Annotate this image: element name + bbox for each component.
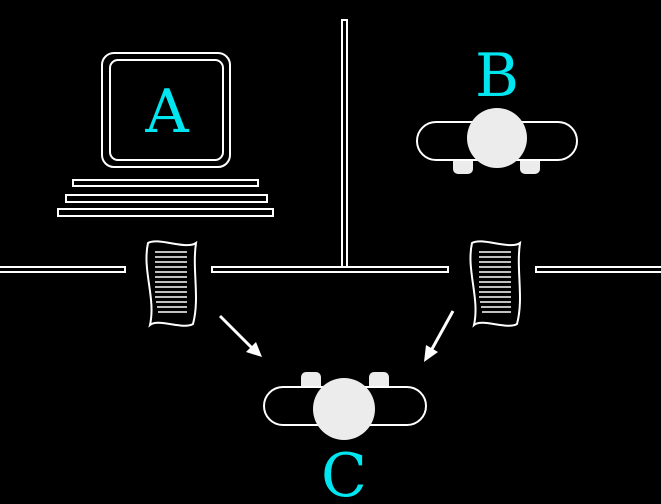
keyboard-row-2 xyxy=(65,194,268,203)
monitor-screen xyxy=(109,59,224,161)
keyboard-row-1 xyxy=(72,179,259,187)
arrow-left-to-c xyxy=(218,314,262,357)
label-b: B xyxy=(475,41,519,111)
paper-slip-right-icon xyxy=(469,240,522,328)
keyboard-row-3 xyxy=(57,208,274,217)
label-a: A xyxy=(144,77,189,147)
paper-slip-left-icon xyxy=(145,240,198,328)
person-b-head xyxy=(467,108,527,168)
vertical-divider-wall xyxy=(341,19,348,271)
computer-terminal-icon xyxy=(57,52,274,217)
arrow-right-to-c xyxy=(424,310,455,362)
person-c-head xyxy=(313,378,375,440)
label-c: C xyxy=(321,441,367,504)
horizontal-wall-left xyxy=(0,266,449,273)
horizontal-wall-right xyxy=(535,266,661,273)
person-b-icon xyxy=(416,108,578,174)
person-c-icon xyxy=(263,372,427,440)
